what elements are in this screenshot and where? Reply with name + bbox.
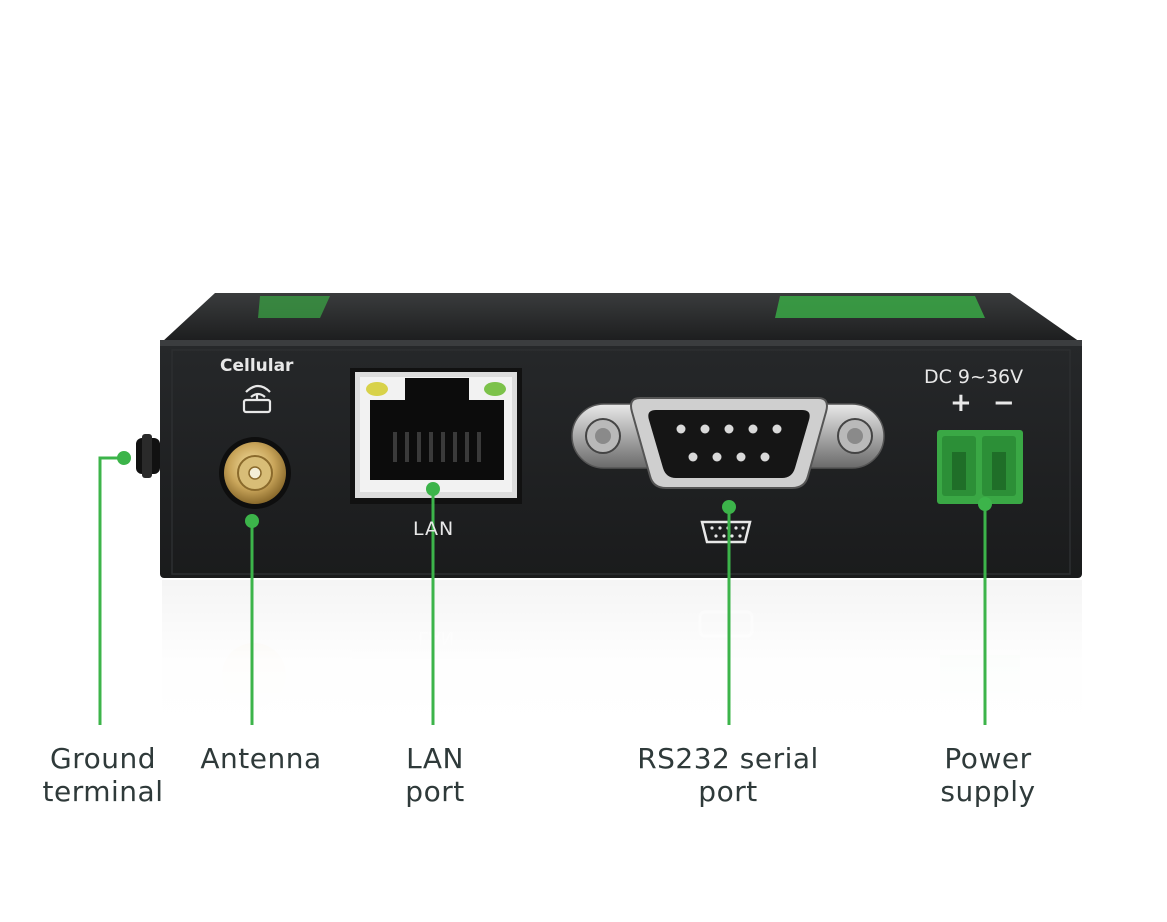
callout-rs232-port: RS232 serial port [628, 742, 828, 808]
callout-dots [117, 451, 992, 528]
callout-lan-port: LAN port [385, 742, 485, 808]
power-terminal [937, 430, 1023, 504]
cellular-icon [242, 384, 272, 414]
polarity-label: + − [950, 388, 1021, 418]
callout-line: terminal [42, 775, 164, 808]
cellular-label: Cellular [220, 356, 294, 376]
power-rating-label: DC 9~36V [924, 366, 1024, 388]
callout-antenna: Antenna [196, 742, 326, 775]
lan-label: LAN [413, 518, 455, 540]
ground-screw [136, 434, 160, 478]
callout-line: port [698, 775, 758, 808]
callout-line: supply [940, 775, 1036, 808]
callout-line: Antenna [200, 742, 322, 775]
lan-port [350, 368, 522, 504]
callout-line: RS232 serial [637, 742, 819, 775]
antenna-connector [219, 437, 291, 509]
callout-line: Power [944, 742, 1032, 775]
callout-lines [98, 456, 987, 725]
callout-line: port [405, 775, 465, 808]
callout-line: LAN [406, 742, 464, 775]
rs232-port [571, 397, 885, 544]
callout-line: Ground [50, 742, 156, 775]
callout-ground-terminal: Ground terminal [40, 742, 166, 808]
callout-power-supply: Power supply [930, 742, 1046, 808]
